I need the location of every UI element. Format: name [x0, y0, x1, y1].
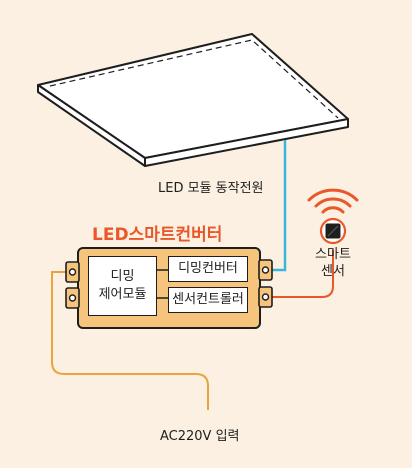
right-terminal: [258, 259, 273, 308]
smart-sensor-line1: 스마트: [315, 247, 351, 262]
converter-title: LED스마트컨버터: [92, 225, 223, 245]
smart-sensor-icon: [319, 217, 347, 245]
dimming-module-line1: 디밍: [110, 269, 135, 285]
wifi-signal-icon: [307, 188, 359, 214]
sensor-controller-label: 센서컨트롤러: [172, 292, 244, 308]
dimming-module-line2: 제어모듈: [98, 287, 147, 302]
led-panel-icon: [37, 33, 349, 167]
dimming-control-module: 디밍 제어모듈: [88, 256, 157, 316]
led-power-label: LED 모듈 동작전원: [158, 181, 264, 196]
ac-input-wire: [51, 271, 209, 410]
sensor-controller-module: 센서컨트롤러: [168, 287, 248, 313]
sensor-wire: [262, 250, 334, 298]
dimming-converter-label: 디밍컨버터: [178, 261, 238, 277]
ac-input-label: AC220V 입력: [160, 429, 240, 444]
left-terminal: [65, 261, 80, 309]
power-wire: [262, 140, 287, 272]
smart-sensor-line2: 센서: [321, 263, 345, 279]
smart-sensor-label: 스마트 센서: [312, 247, 354, 281]
dimming-converter-module: 디밍컨버터: [168, 256, 248, 282]
internal-wire: [157, 269, 168, 299]
